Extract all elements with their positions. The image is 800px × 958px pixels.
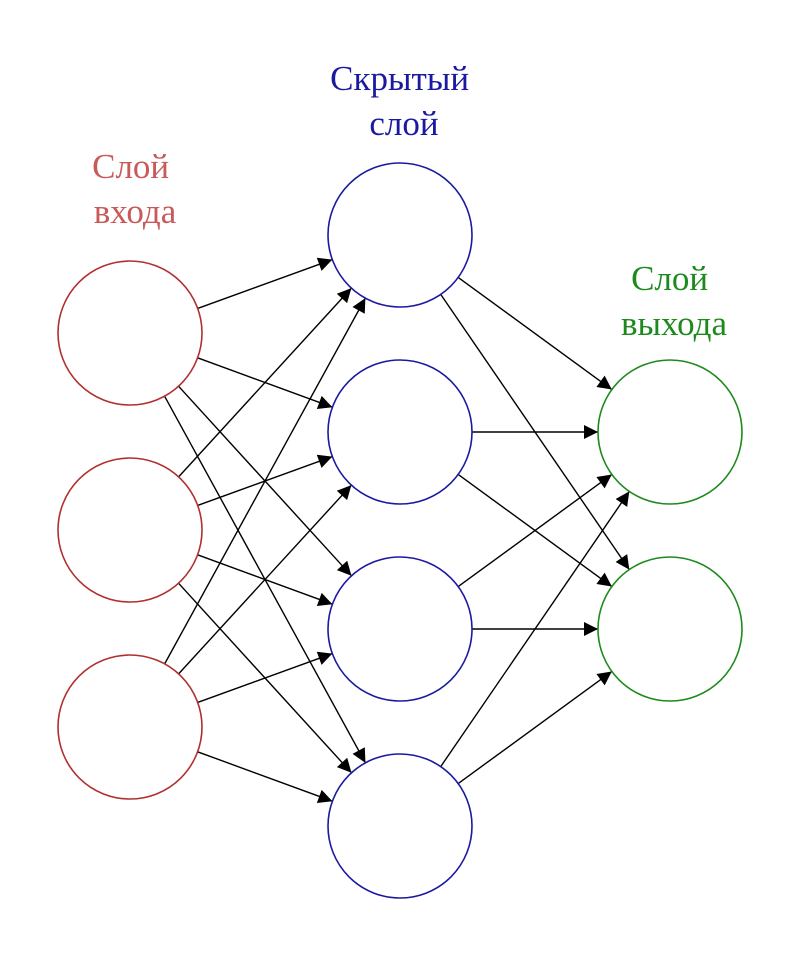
input-3-to-hidden-2-arrow — [178, 484, 352, 675]
input-1-to-hidden-1-arrow — [197, 257, 333, 310]
hidden-layer-label-line-2: слой — [369, 104, 438, 143]
output-layer-label-line-1: Слой — [631, 259, 708, 298]
input-layer-label-line-2: входа — [94, 192, 177, 231]
hidden-neuron-1 — [327, 162, 473, 308]
output-neuron-2 — [597, 556, 743, 702]
input-3-to-hidden-1-arrow — [164, 297, 366, 665]
input-3-to-hidden-3-arrow — [197, 651, 333, 704]
input-2-to-hidden-1-arrow — [178, 287, 352, 478]
input-layer-label-line-1: Слой — [92, 147, 169, 186]
input-layer-label: Слой входа — [92, 147, 178, 231]
output-layer-label: Слой выхода — [621, 259, 728, 343]
input-neuron-2 — [57, 457, 203, 603]
input-neuron-1 — [57, 260, 203, 406]
hidden-layer-label: Скрытый слой — [330, 59, 478, 143]
connections-group — [163, 257, 630, 803]
hidden-4-to-output-1-arrow — [440, 490, 630, 768]
output-layer-label-line-2: выхода — [621, 304, 728, 343]
neurons-group — [57, 162, 743, 899]
input-3-to-hidden-4-arrow — [197, 751, 333, 803]
hidden-neuron-2 — [327, 359, 473, 505]
hidden-layer-label-line-1: Скрытый — [330, 59, 469, 98]
hidden-3-to-output-1-arrow — [457, 473, 613, 588]
output-neuron-1 — [597, 359, 743, 505]
hidden-1-to-output-1-arrow — [457, 276, 613, 391]
hidden-4-to-output-2-arrow — [457, 670, 613, 785]
hidden-neuron-4 — [327, 753, 473, 899]
hidden-neuron-3 — [327, 556, 473, 702]
input-neuron-3 — [57, 654, 203, 800]
